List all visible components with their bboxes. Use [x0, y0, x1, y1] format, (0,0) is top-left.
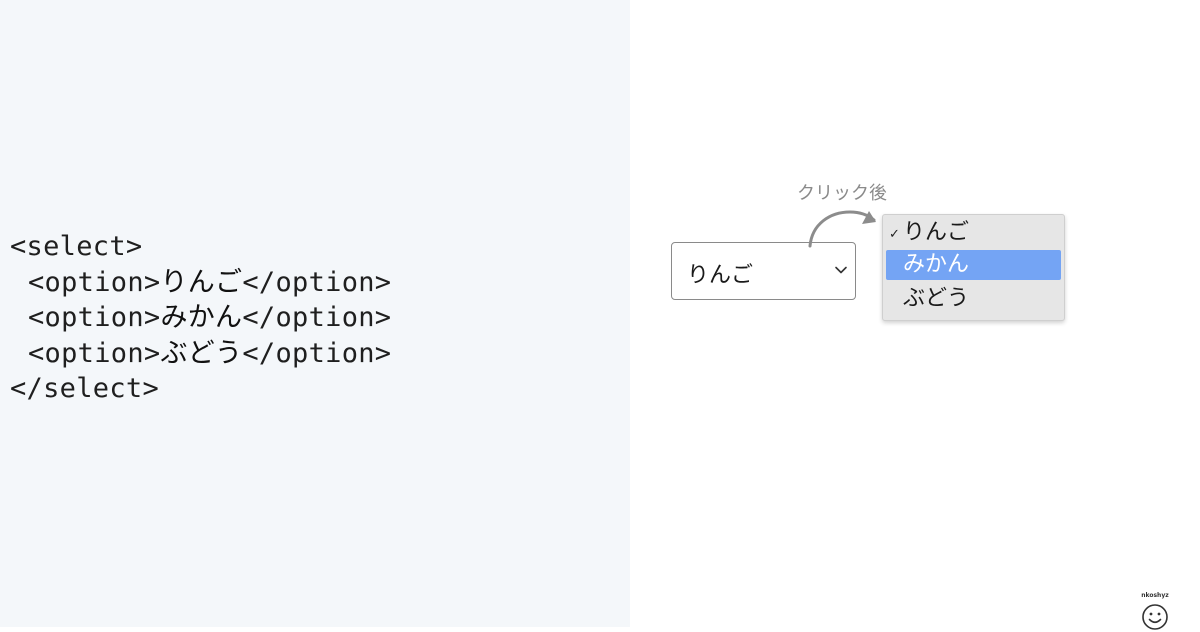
- smiley-icon: [1142, 604, 1168, 630]
- code-line-option: <option>ぶどう</option>: [10, 336, 391, 372]
- option-text: みかん: [160, 302, 243, 333]
- option-close-tag: </option>: [242, 337, 392, 369]
- dropdown-option-orange[interactable]: みかん: [886, 250, 1061, 280]
- check-icon: ✓: [889, 227, 900, 242]
- code-block: <select> <option>りんご</option> <option>みか…: [10, 229, 391, 407]
- option-close-tag: </option>: [242, 266, 392, 298]
- fruit-select[interactable]: りんご: [671, 242, 856, 300]
- option-open-tag: <option>: [28, 266, 161, 298]
- dropdown-option-label: ぶどう: [903, 286, 970, 311]
- chevron-down-icon: [835, 266, 847, 274]
- demo-area: りんご クリック後 ✓ りんご みかん ぶどう nkoshyz: [630, 0, 1200, 630]
- dropdown-option-label: りんご: [903, 220, 970, 245]
- select-value: りんご: [687, 263, 754, 288]
- option-open-tag: <option>: [28, 337, 161, 369]
- code-panel: <select> <option>りんご</option> <option>みか…: [0, 0, 630, 627]
- dropdown-option-apple[interactable]: ✓ りんご: [886, 218, 1061, 248]
- code-line-option: <option>りんご</option>: [10, 265, 391, 301]
- curved-arrow-icon: [808, 210, 876, 248]
- option-text: ぶどう: [160, 337, 243, 369]
- dropdown-option-label: みかん: [903, 252, 970, 277]
- caption-after-click: クリック後: [797, 183, 887, 204]
- dropdown-option-grape[interactable]: ぶどう: [886, 284, 1061, 314]
- code-line-select-open: <select>: [10, 231, 143, 262]
- code-line-option: <option>みかん</option>: [10, 300, 391, 336]
- logo-text: nkoshyz: [1141, 592, 1169, 599]
- dropdown-list: ✓ りんご みかん ぶどう: [882, 214, 1065, 321]
- option-open-tag: <option>: [28, 302, 161, 333]
- logo: nkoshyz: [1135, 592, 1175, 630]
- option-close-tag: </option>: [242, 302, 392, 333]
- option-text: りんご: [160, 266, 243, 298]
- code-line-select-close: </select>: [10, 373, 159, 404]
